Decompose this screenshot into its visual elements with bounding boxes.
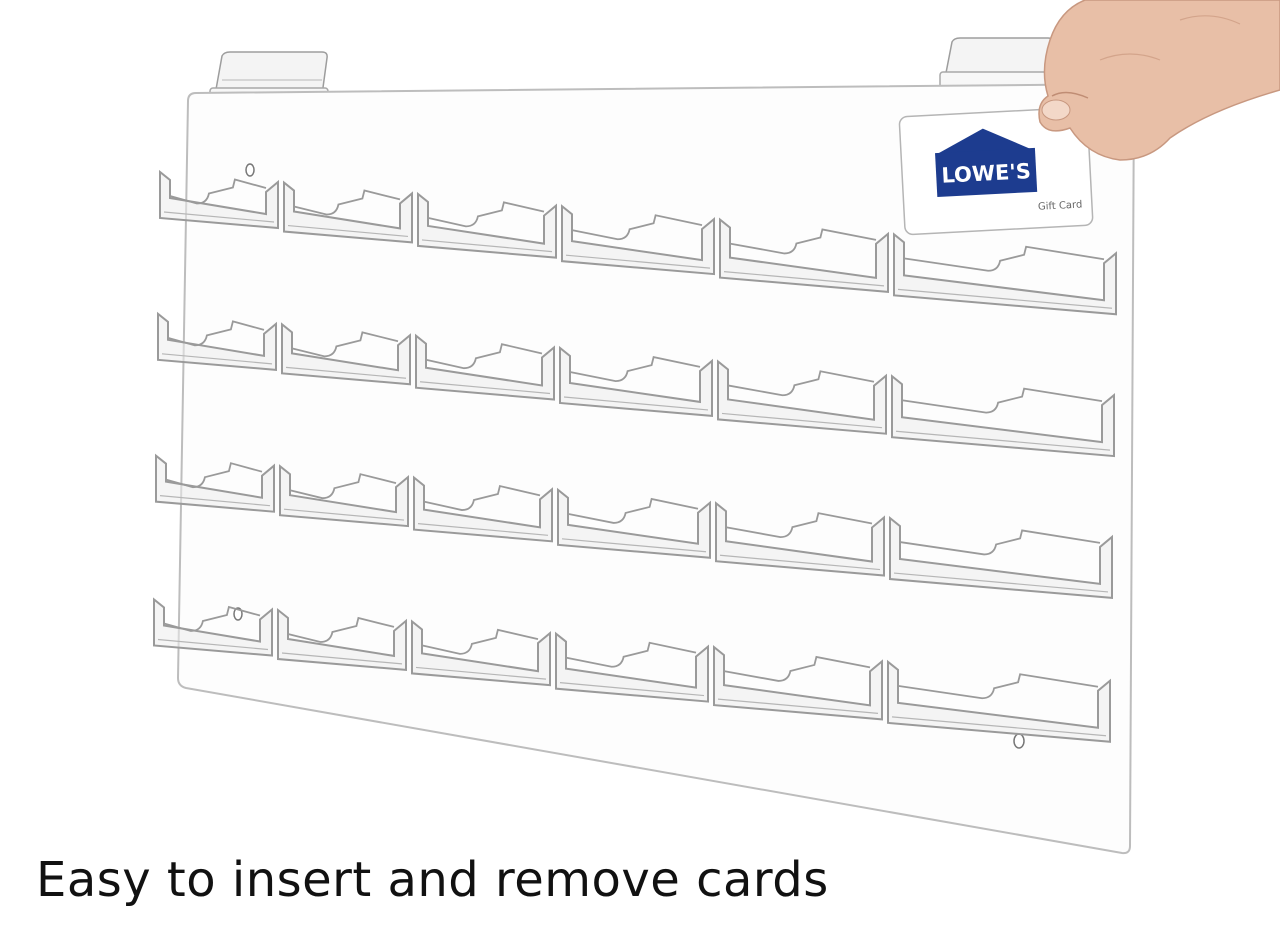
card-pocket [557,487,711,559]
card-pocket [719,217,889,293]
lowes-logo: LOWE'S [935,128,1038,198]
hand-image [1038,0,1280,161]
card-pocket [559,345,713,418]
mount-hole [1013,733,1025,749]
card-pocket [157,311,277,371]
card-pocket [717,359,887,435]
card-pocket [415,333,555,401]
card-pocket [561,204,715,276]
card-pocket [889,515,1113,600]
caption-text: Easy to insert and remove cards [36,852,829,908]
card-pocket [713,645,883,721]
card-pocket [279,464,409,528]
card-pocket-grid [153,169,1117,743]
card-pocket [159,169,279,230]
card-pocket [283,180,413,244]
card-pocket [887,659,1111,743]
card-pocket [281,322,411,386]
card-pocket [153,597,273,657]
card-pocket [155,453,275,513]
card-pocket [715,501,885,577]
card-pocket [411,619,551,687]
card-pocket [413,475,553,543]
card-pocket [891,374,1115,458]
gift-card-brand: LOWE'S [941,159,1032,188]
mount-hole [245,163,255,177]
card-pocket [277,607,407,671]
mount-hole [233,607,243,621]
gift-card-label: Gift Card [1038,199,1083,212]
card-pocket [555,631,709,703]
card-pocket [893,232,1117,316]
gift-card: LOWE'S Gift Card [898,106,1094,236]
card-pocket [417,191,557,259]
